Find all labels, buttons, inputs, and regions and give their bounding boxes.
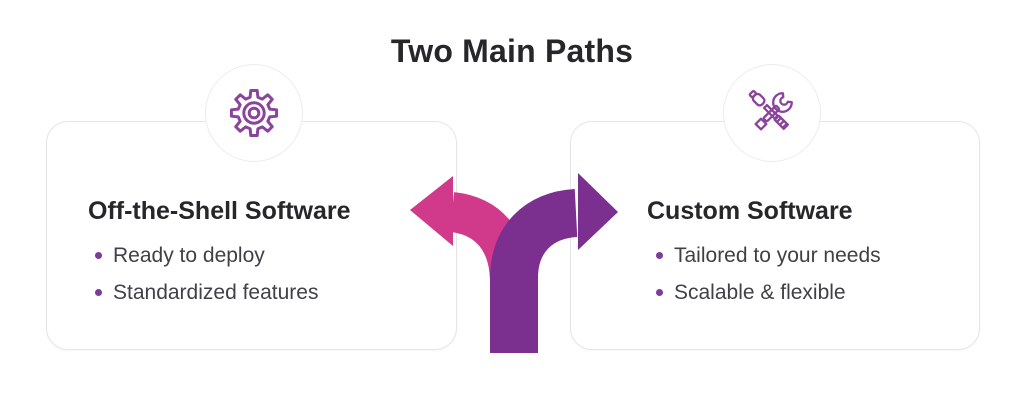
bullet-item: Tailored to your needs — [656, 237, 881, 274]
bullet-label: Standardized features — [113, 280, 319, 304]
bullet-label: Scalable & flexible — [674, 280, 846, 304]
bullet-item: Standardized features — [95, 274, 318, 311]
fork-arrow-right-branch — [490, 173, 618, 353]
gear-icon — [229, 88, 279, 138]
fork-arrow — [410, 173, 618, 353]
page-title: Two Main Paths — [390, 33, 634, 69]
card-title-off-the-shelf: Off-the-Shell Software — [88, 197, 351, 225]
bullet-list-left: Ready to deploy Standardized features — [95, 237, 318, 311]
bullet-item: Ready to deploy — [95, 237, 318, 274]
bullet-dot — [95, 252, 102, 259]
bullet-dot — [95, 289, 102, 296]
bullet-label: Tailored to your needs — [674, 243, 881, 267]
bullet-dot — [656, 252, 663, 259]
gear-icon-circle — [205, 64, 303, 162]
tools-icon — [748, 89, 793, 131]
bullet-item: Scalable & flexible — [656, 274, 881, 311]
card-title-custom: Custom Software — [647, 197, 853, 225]
tools-icon-circle — [723, 64, 821, 162]
bullet-list-right: Tailored to your needs Scalable & flexib… — [656, 237, 881, 311]
bullet-dot — [656, 289, 663, 296]
bullet-label: Ready to deploy — [113, 243, 265, 267]
